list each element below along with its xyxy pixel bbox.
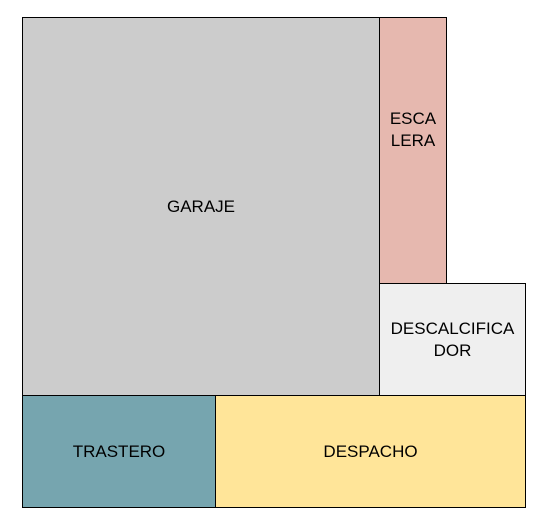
room-label-escalera: ESCALERA bbox=[389, 108, 437, 150]
room-escalera: ESCALERA bbox=[379, 17, 447, 284]
room-label-despacho: DESPACHO bbox=[323, 441, 418, 461]
room-descalcificador: DESCALCIFICADOR bbox=[379, 283, 526, 396]
room-label-trastero: TRASTERO bbox=[72, 441, 166, 461]
room-garaje: GARAJE bbox=[22, 17, 380, 396]
room-despacho: DESPACHO bbox=[215, 395, 526, 508]
room-trastero: TRASTERO bbox=[22, 395, 216, 508]
room-label-descalcificador: DESCALCIFICADOR bbox=[390, 318, 515, 360]
room-label-garaje: GARAJE bbox=[166, 196, 236, 216]
